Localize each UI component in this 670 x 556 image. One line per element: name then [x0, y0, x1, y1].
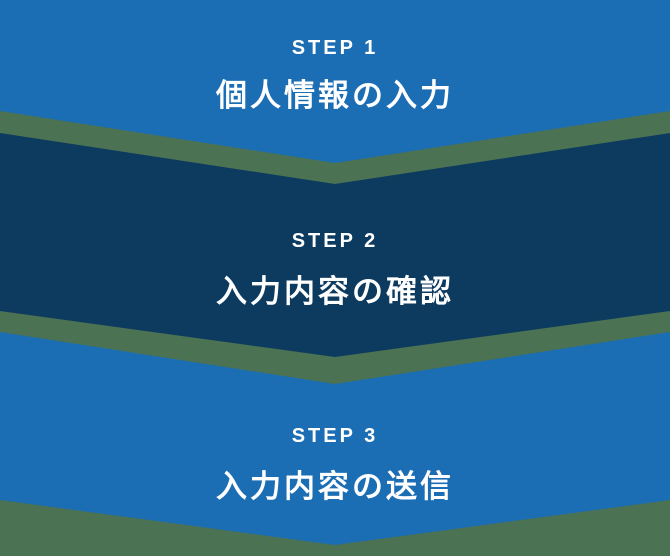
step-2-label: STEP 2 — [291, 230, 379, 252]
step-1-label: STEP 1 — [291, 37, 379, 59]
step-1-chevron-shape — [0, 0, 670, 163]
step-2-title: 入力内容の確認 — [216, 274, 454, 309]
step-3-chevron-shape — [0, 332, 670, 545]
step-3-label: STEP 3 — [291, 425, 379, 447]
step-1-title: 個人情報の入力 — [216, 78, 454, 113]
step-3-title: 入力内容の送信 — [216, 469, 454, 504]
step-2-chevron-shape — [0, 133, 670, 357]
